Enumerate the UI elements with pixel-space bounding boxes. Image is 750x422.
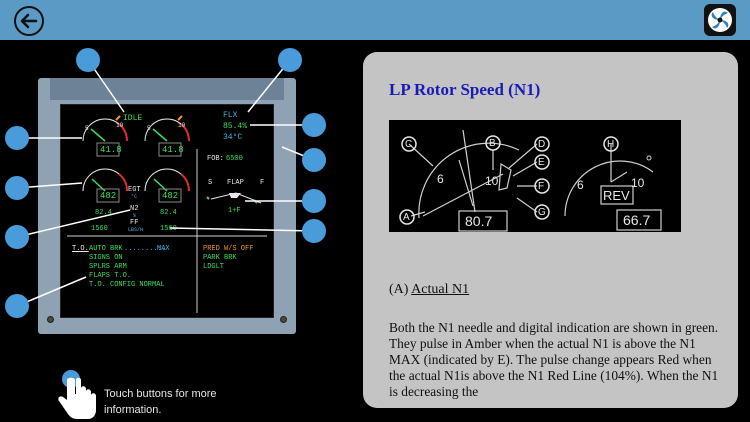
memo-flaps: FLAPS T.O. bbox=[89, 272, 132, 280]
memo-config: T.O. CONFIG NORMAL bbox=[89, 281, 165, 289]
n1-diagram-graphics bbox=[399, 129, 662, 232]
diagram-label-h: H bbox=[607, 139, 615, 150]
diagram-label-b: B bbox=[489, 138, 496, 149]
memo-max: MAX bbox=[157, 245, 170, 253]
diagram-label-e: E bbox=[538, 157, 545, 168]
hotspot-ff[interactable] bbox=[302, 219, 326, 243]
n2-left-value: 82.4 bbox=[95, 209, 112, 217]
diagram-label-d: D bbox=[538, 139, 546, 150]
n2-unit: % bbox=[133, 213, 137, 219]
hotspot-flx-temp[interactable] bbox=[302, 113, 326, 137]
ecam-panel-bezel bbox=[50, 78, 284, 100]
diagram-tick-10-left: 10 bbox=[485, 174, 499, 188]
egt-gauge-right bbox=[144, 168, 191, 192]
memo-auto-brk: AUTO BRK bbox=[89, 245, 123, 253]
memo-dots: .......... bbox=[124, 245, 167, 253]
n2-right-value: 82.4 bbox=[160, 209, 177, 217]
hotspot-idle[interactable] bbox=[76, 48, 100, 72]
hotspot-fob[interactable] bbox=[302, 148, 326, 172]
flx-label: FLX bbox=[223, 111, 238, 120]
section-title: Actual N1 bbox=[411, 282, 470, 297]
hotspot-egt[interactable] bbox=[5, 176, 29, 200]
idle-label: IDLE bbox=[123, 114, 143, 123]
diagram-rev: REV bbox=[603, 188, 630, 203]
brand-logo-button[interactable] bbox=[704, 4, 736, 36]
fob-value: 6500 bbox=[226, 155, 243, 163]
diagram-tick-6-right: 6 bbox=[577, 178, 584, 192]
ff-unit: LBS/H bbox=[128, 227, 144, 233]
touch-hand-icon bbox=[58, 370, 96, 419]
fob-label: FOB: bbox=[207, 155, 224, 163]
flx-temp: 34°C bbox=[223, 133, 243, 142]
back-arrow-icon bbox=[20, 13, 38, 29]
egt-label: EGT bbox=[128, 186, 141, 194]
info-title: LP Rotor Speed (N1) bbox=[389, 80, 541, 99]
memo-spurs: SPLRS ARM bbox=[89, 263, 127, 271]
flap-label: FLAP bbox=[227, 179, 244, 187]
top-bar bbox=[0, 0, 750, 40]
egt-right-value: 482 bbox=[162, 191, 179, 201]
n1-left-tick-5: 5 bbox=[85, 125, 89, 132]
hotspot-flx[interactable] bbox=[278, 48, 302, 72]
n1-gauge-left bbox=[82, 115, 129, 142]
panel-screw-icon bbox=[280, 316, 287, 323]
n1-left-value: 41.8 bbox=[100, 145, 122, 155]
memo-ldg-lt: LDGLT bbox=[203, 263, 225, 271]
hotspot-memo[interactable] bbox=[5, 294, 29, 318]
hotspot-n2-ff[interactable] bbox=[5, 225, 29, 249]
n1-right-tick-10: 10 bbox=[178, 122, 186, 129]
n1-right-tick-5: 5 bbox=[147, 125, 151, 132]
n2-label: N2 bbox=[130, 205, 139, 213]
n1-left-tick-10: 10 bbox=[116, 122, 124, 129]
diagram-value-left: 80.7 bbox=[465, 213, 493, 229]
flap-s-label: S bbox=[208, 179, 213, 187]
section-letter: (A) bbox=[389, 282, 409, 297]
ecam-display: IDLE 5 10 5 10 41.8 41.8 FLX 85.4% 34°C … bbox=[60, 104, 274, 318]
hotspot-n1[interactable] bbox=[5, 126, 29, 150]
memo-to-title: T.O. bbox=[72, 245, 89, 253]
flap-indicator bbox=[206, 192, 262, 204]
touch-hint: Touch buttons for more information. bbox=[104, 388, 217, 416]
egt-gauge-left bbox=[82, 168, 129, 192]
info-card: LP Rotor Speed (N1) bbox=[363, 52, 738, 408]
diagram-label-g: G bbox=[538, 207, 546, 218]
diagram-tick-6-left: 6 bbox=[437, 172, 444, 186]
flap-setting: 1+F bbox=[228, 207, 241, 215]
panel-screw-icon bbox=[47, 316, 54, 323]
info-body: Both the N1 needle and digital indicatio… bbox=[389, 320, 719, 399]
flx-value: 85.4% bbox=[223, 122, 248, 131]
flap-f-label: F bbox=[260, 179, 265, 187]
memo-pred: PRED W/S OFF bbox=[203, 245, 254, 253]
diagram-label-f: F bbox=[538, 181, 545, 192]
diagram-label-a: A bbox=[403, 212, 410, 223]
egt-left-value: 482 bbox=[100, 191, 117, 201]
ff-left-value: 1560 bbox=[91, 225, 108, 233]
n1-diagram: C B D E F G A H 6 10 6 10 REV 80.7 66.7 bbox=[389, 120, 681, 232]
hotspot-flap[interactable] bbox=[302, 189, 326, 213]
n1-gauge-right bbox=[144, 115, 191, 142]
egt-unit: °C bbox=[131, 194, 138, 200]
section-heading: (A) Actual N1 bbox=[389, 282, 469, 298]
diagram-value-right: 66.7 bbox=[623, 212, 651, 228]
memo-park-brk: PARK BRK bbox=[203, 254, 237, 262]
diagram-label-c: C bbox=[405, 139, 413, 150]
n1-right-value: 41.8 bbox=[162, 145, 184, 155]
turbine-logo-icon bbox=[708, 8, 732, 32]
diagram-tick-10-right: 10 bbox=[631, 176, 645, 190]
back-button[interactable] bbox=[14, 6, 44, 36]
memo-signs: SIGNS ON bbox=[89, 254, 123, 262]
ff-label: FF bbox=[130, 219, 139, 227]
ff-right-value: 1560 bbox=[160, 225, 177, 233]
